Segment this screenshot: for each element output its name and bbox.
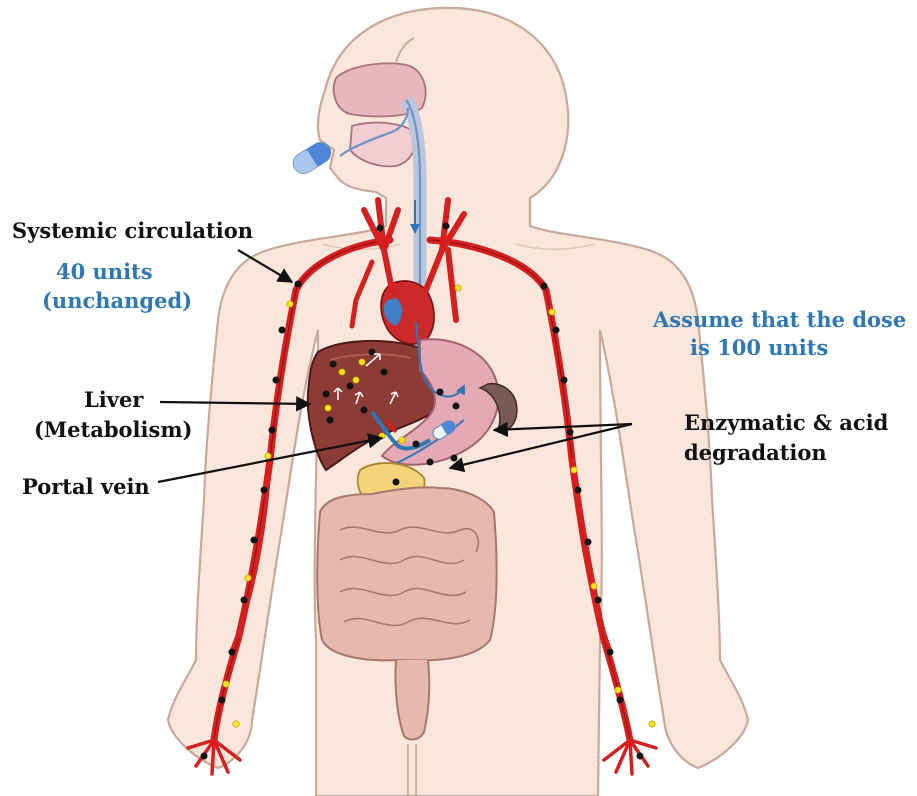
label-metabolism: (Metabolism) [34, 416, 192, 443]
label-unchanged: (unchanged) [42, 287, 192, 314]
label-assume-dose: Assume that the dose [653, 306, 906, 333]
label-enzymatic: Enzymatic & acid [684, 409, 888, 436]
label-liver: Liver [84, 386, 143, 413]
label-portal-vein: Portal vein [22, 473, 150, 500]
capsule-icon [290, 139, 335, 177]
label-systemic-circulation: Systemic circulation [12, 217, 253, 244]
label-degradation: degradation [684, 439, 827, 466]
label-40-units: 40 units [56, 258, 153, 285]
label-100-units: is 100 units [690, 334, 828, 361]
